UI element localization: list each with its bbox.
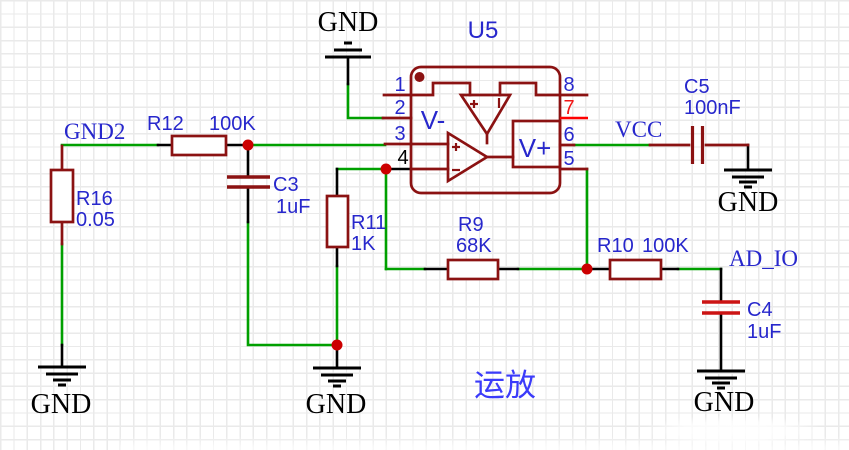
resistor-r9[interactable]: R9 68K bbox=[446, 214, 500, 281]
gnd-label-right-bottom[interactable]: GND bbox=[694, 387, 755, 418]
capacitor-c5[interactable]: C5 100nF bbox=[648, 76, 750, 164]
r16-value[interactable]: 0.05 bbox=[76, 209, 115, 231]
ground-symbol-middle[interactable] bbox=[313, 366, 361, 388]
c3-ref[interactable]: C3 bbox=[273, 174, 299, 196]
resistor-r16[interactable]: R16 0.05 bbox=[49, 144, 115, 246]
net-pin5-feedback[interactable] bbox=[516, 167, 589, 271]
r12-ref[interactable]: R12 bbox=[147, 113, 184, 135]
black-leads bbox=[60, 55, 750, 371]
resistor-r11[interactable]: R11 1K bbox=[325, 194, 386, 255]
vminus-label: V- bbox=[421, 105, 446, 135]
net-pin4-feedback[interactable] bbox=[335, 167, 427, 271]
net-r11-c3-gnd[interactable] bbox=[246, 220, 339, 347]
pin-number-6[interactable]: 6 bbox=[563, 124, 574, 146]
ground-symbol-top-inverted[interactable] bbox=[325, 41, 371, 59]
gnd-label-middle[interactable]: GND bbox=[306, 389, 367, 420]
pin1-marker-dot bbox=[414, 72, 425, 82]
gnd-label-top[interactable]: GND bbox=[318, 7, 379, 38]
opamp-chip-u5[interactable]: V- V+ U5 1 2 3 4 8 7 6 5 bbox=[381, 17, 589, 195]
r10-ref[interactable]: R10 bbox=[597, 235, 634, 257]
junction-dots bbox=[242, 139, 593, 351]
gnd-label-left[interactable]: GND bbox=[31, 389, 92, 420]
c5-value[interactable]: 100nF bbox=[684, 97, 741, 119]
r9-ref[interactable]: R9 bbox=[458, 214, 484, 236]
net-gnd-to-pin2[interactable] bbox=[346, 82, 385, 120]
ground-symbol-left[interactable] bbox=[38, 365, 86, 387]
pin-number-1[interactable]: 1 bbox=[394, 74, 405, 96]
c4-ref[interactable]: C4 bbox=[747, 299, 773, 321]
opamp-unit-bottom bbox=[446, 130, 515, 184]
pin-number-5[interactable]: 5 bbox=[563, 148, 574, 170]
resistor-r12[interactable]: R12 100K bbox=[147, 113, 256, 157]
capacitor-c3[interactable]: C3 1uF bbox=[227, 174, 310, 218]
chip-designator[interactable]: U5 bbox=[468, 17, 499, 44]
pin-number-8[interactable]: 8 bbox=[563, 74, 574, 96]
schematic-title-annotation: 运放 bbox=[474, 368, 536, 403]
r9-value[interactable]: 68K bbox=[456, 235, 492, 257]
opamp-unit-top bbox=[458, 93, 513, 145]
net-label-gnd2[interactable]: GND2 bbox=[64, 119, 125, 144]
pin-number-3[interactable]: 3 bbox=[394, 123, 405, 145]
resistor-r10[interactable]: R10 100K bbox=[597, 235, 689, 281]
r16-ref[interactable]: R16 bbox=[76, 188, 113, 210]
c4-value[interactable]: 1uF bbox=[747, 321, 781, 343]
r11-ref[interactable]: R11 bbox=[351, 212, 386, 234]
net-label-ad-io[interactable]: AD_IO bbox=[729, 246, 798, 271]
ground-symbol-right-bottom[interactable] bbox=[697, 369, 745, 390]
pin-number-4[interactable]: 4 bbox=[397, 147, 408, 169]
net-label-vcc[interactable]: VCC bbox=[615, 117, 662, 142]
r10-value[interactable]: 100K bbox=[642, 235, 689, 257]
gnd-label-right-top[interactable]: GND bbox=[718, 187, 779, 218]
pin-number-2[interactable]: 2 bbox=[394, 97, 405, 119]
c3-value[interactable]: 1uF bbox=[276, 196, 310, 218]
ground-symbol-right-top[interactable] bbox=[724, 168, 772, 189]
c5-ref[interactable]: C5 bbox=[684, 76, 710, 98]
pin-number-7[interactable]: 7 bbox=[563, 97, 574, 119]
vplus-box bbox=[511, 119, 562, 169]
bottom-fade bbox=[120, 436, 849, 450]
vplus-label: V+ bbox=[519, 133, 552, 163]
r11-value[interactable]: 1K bbox=[351, 233, 376, 255]
r12-value[interactable]: 100K bbox=[209, 113, 256, 135]
capacitor-c4[interactable]: C4 1uF bbox=[702, 299, 781, 343]
